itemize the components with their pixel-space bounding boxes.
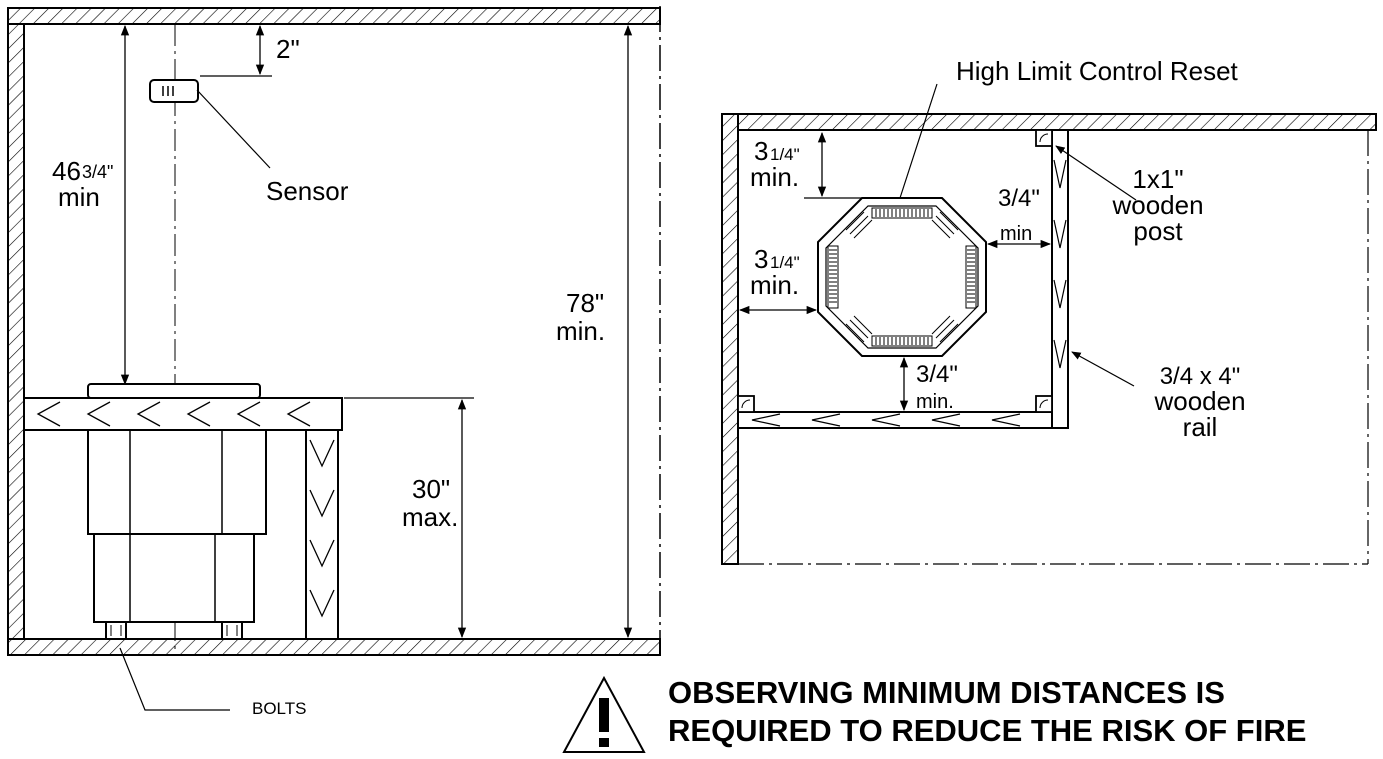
dim-ceiling-value: 78" bbox=[566, 288, 604, 318]
dim-bottom-unit: min. bbox=[916, 391, 954, 413]
vertical-post bbox=[305, 429, 339, 640]
back-wall bbox=[721, 113, 1377, 131]
dim-left-value: 3 bbox=[754, 244, 768, 274]
dim-right-unit: min bbox=[1000, 223, 1032, 245]
rail-leader bbox=[1071, 351, 1135, 387]
warning-triangle-icon bbox=[562, 675, 646, 753]
dim-height-unit: min bbox=[58, 182, 100, 212]
dim-left-frac: 1/4" bbox=[770, 253, 800, 272]
sensor bbox=[149, 79, 271, 169]
bolt-left bbox=[105, 621, 127, 640]
rail-label-1: 3/4 x 4" bbox=[1160, 363, 1241, 390]
rail-label-2: wooden bbox=[1153, 386, 1245, 416]
dim-rail-unit: max. bbox=[402, 502, 458, 532]
rail-label-3: rail bbox=[1183, 412, 1218, 442]
reset-label: High Limit Control Reset bbox=[956, 56, 1239, 86]
top-rail-vertical bbox=[1051, 129, 1069, 429]
horizontal-rail bbox=[23, 397, 343, 431]
dim-top-value: 3 bbox=[754, 136, 768, 166]
side-view: Sensor 2" 46 3/4" min bbox=[7, 6, 661, 718]
dim-height-frac: 3/4" bbox=[82, 162, 113, 182]
post-label-1: 1x1" bbox=[1132, 164, 1183, 194]
post-label-3: post bbox=[1133, 216, 1183, 246]
post-top-right bbox=[1035, 129, 1053, 147]
dim-right-value: 3/4" bbox=[998, 185, 1040, 212]
dim-height-main: 46 bbox=[52, 156, 81, 186]
sensor-label: Sensor bbox=[266, 176, 349, 206]
post-label-2: wooden bbox=[1111, 190, 1203, 220]
ceiling bbox=[7, 7, 661, 25]
dim-left-unit: min. bbox=[750, 270, 799, 300]
dim-top-frac: 1/4" bbox=[770, 145, 800, 164]
heater-top bbox=[817, 197, 987, 357]
dim-sensor-gap: 2" bbox=[276, 34, 300, 64]
warning: OBSERVING MINIMUM DISTANCES IS REQUIRED … bbox=[562, 675, 1306, 753]
top-view: High Limit Control Reset 3 1/4" min. 3 1… bbox=[721, 56, 1377, 565]
left-wall bbox=[7, 7, 25, 656]
post-leader bbox=[1055, 145, 1137, 201]
dim-rail-value: 30" bbox=[412, 474, 450, 504]
bolt-right bbox=[221, 621, 243, 640]
warning-line-1: OBSERVING MINIMUM DISTANCES IS bbox=[668, 675, 1225, 710]
dim-ceiling-unit: min. bbox=[556, 316, 605, 346]
dim-bottom-value: 3/4" bbox=[916, 361, 958, 388]
post-bottom-right bbox=[1035, 395, 1053, 413]
warning-line-2: REQUIRED TO REDUCE THE RISK OF FIRE bbox=[668, 713, 1306, 748]
floor bbox=[7, 638, 661, 656]
post-bottom-left bbox=[737, 395, 755, 413]
dim-top-unit: min. bbox=[750, 162, 799, 192]
heater bbox=[87, 383, 267, 640]
side-wall bbox=[721, 113, 739, 565]
bolts-label: BOLTS bbox=[252, 699, 306, 718]
reset-leader bbox=[899, 83, 938, 199]
top-rail-horizontal bbox=[737, 411, 1069, 429]
bolts-leader bbox=[119, 647, 230, 711]
